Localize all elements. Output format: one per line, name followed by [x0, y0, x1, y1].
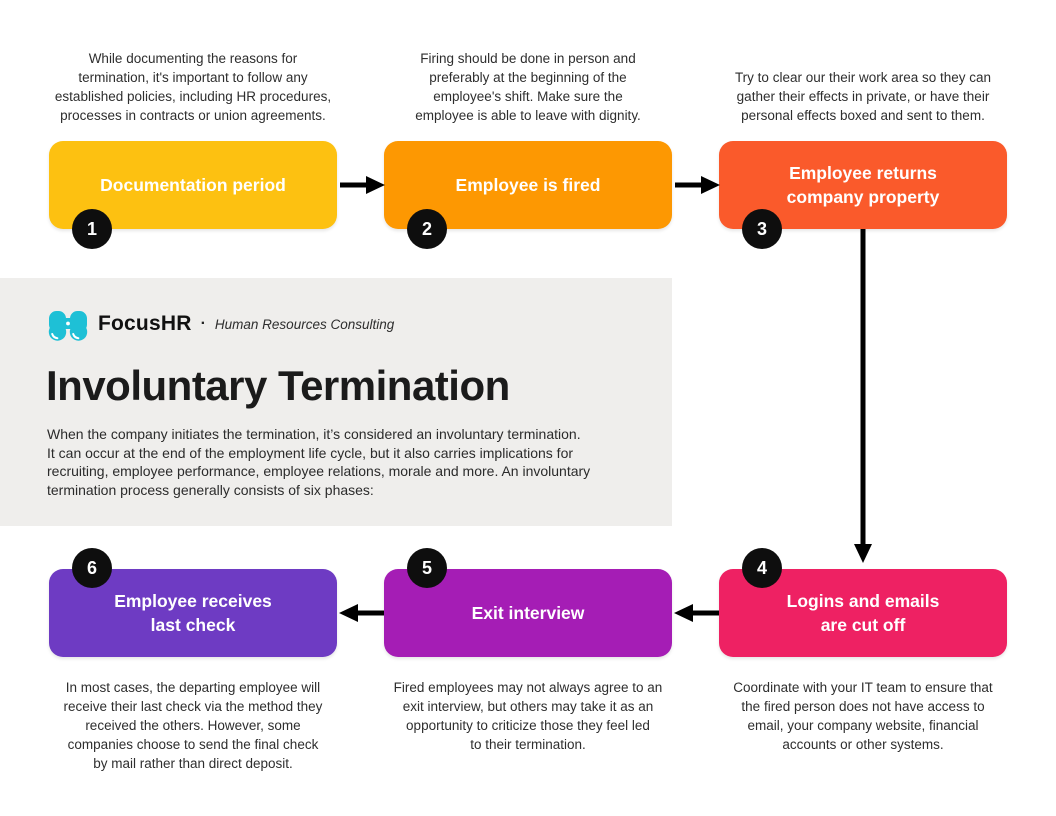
- step-4-number-badge: 4: [742, 548, 782, 588]
- step-1-number-badge: 1: [72, 209, 112, 249]
- step-1-box: Documentation period: [49, 141, 337, 229]
- step-6-description: In most cases, the departing employee wi…: [63, 680, 323, 771]
- step-6-number-badge: 6: [72, 548, 112, 588]
- step-3-label: Employee returns company property: [786, 163, 940, 207]
- step-4-label: Logins and emails are cut off: [786, 591, 940, 635]
- step-6-label: Employee receives last check: [114, 591, 272, 635]
- arrow-left-icon: [339, 604, 384, 622]
- brand-name: FocusHR: [98, 312, 192, 335]
- brand-tagline: Human Resources Consulting: [214, 316, 395, 332]
- step-2-label: Employee is fired: [455, 175, 601, 195]
- brand-separator: ·: [200, 315, 206, 332]
- step-4-description: Coordinate with your IT team to ensure t…: [733, 680, 993, 752]
- step-3-number-badge: 3: [742, 209, 782, 249]
- brand-row: FocusHR · Human Resources Consulting: [48, 306, 394, 342]
- step-1-label: Documentation period: [100, 175, 286, 195]
- step-5-label: Exit interview: [471, 603, 585, 623]
- arrow-down-icon: [854, 229, 872, 563]
- step-1-description: While documenting the reasons for termin…: [54, 51, 332, 123]
- binoculars-icon: [48, 311, 88, 341]
- step-2-description: Firing should be done in person and pref…: [415, 51, 641, 123]
- step-5-description: Fired employees may not always agree to …: [393, 680, 663, 752]
- step-2-box: Employee is fired: [384, 141, 672, 229]
- intro-panel: [0, 278, 672, 526]
- step-5-number-badge: 5: [407, 548, 447, 588]
- arrow-left-icon: [674, 604, 719, 622]
- step-2-number-badge: 2: [407, 209, 447, 249]
- arrow-right-icon: [340, 176, 385, 194]
- step-3-description: Try to clear our their work area so they…: [734, 70, 992, 123]
- arrow-right-icon: [675, 176, 720, 194]
- step-4-box: Logins and emails are cut off: [719, 569, 1007, 657]
- intro-text: When the company initiates the terminati…: [47, 426, 591, 498]
- page-title: Involuntary Termination: [46, 362, 510, 409]
